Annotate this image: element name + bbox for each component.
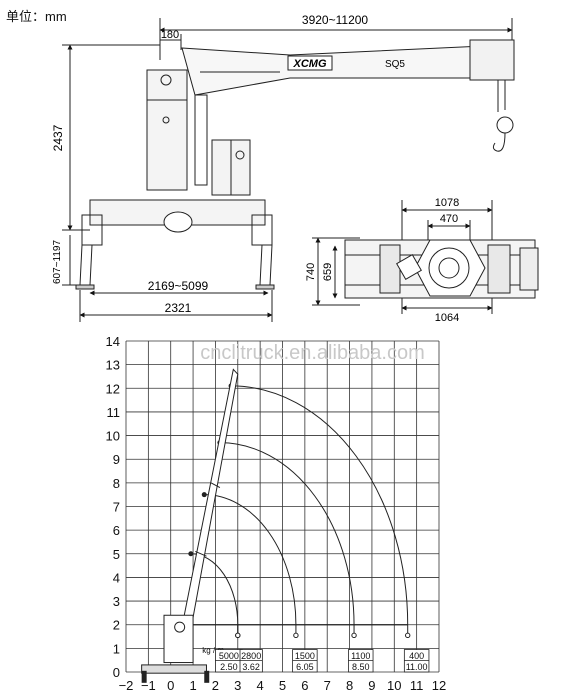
y-tick-label: 9 xyxy=(113,452,120,467)
y-tick-label: 4 xyxy=(113,570,120,585)
dim-leg: 607~1197 xyxy=(52,240,63,284)
y-tick-label: 11 xyxy=(107,405,121,420)
boom-joint xyxy=(195,550,207,557)
dim-depth-inner: 659 xyxy=(322,263,334,281)
hook-icon xyxy=(405,632,411,639)
watermark-text: cnclitruck.en.alibaba.com xyxy=(200,342,425,364)
side-elevation-view xyxy=(62,18,515,322)
hook-icon xyxy=(235,632,241,639)
y-tick-label: 5 xyxy=(113,547,120,562)
unit-label-chart: kg / m xyxy=(202,646,224,655)
x-tick-label: 0 xyxy=(167,678,174,693)
radius-value: 3.62 xyxy=(242,662,260,672)
load-value: 1100 xyxy=(351,651,370,661)
hook-icon xyxy=(293,632,299,639)
y-tick-label: 12 xyxy=(106,381,120,396)
hook-marker xyxy=(201,492,207,498)
radius-arc xyxy=(219,442,355,625)
x-tick-label: 8 xyxy=(346,678,353,693)
x-tick-label: 11 xyxy=(410,678,424,693)
x-tick-label: 10 xyxy=(387,678,401,693)
load-value: 2800 xyxy=(241,651,261,661)
y-tick-label: 3 xyxy=(113,594,120,609)
dim-inner-width: 470 xyxy=(440,213,458,225)
hook-marker xyxy=(188,551,194,557)
slewing-pivot xyxy=(174,621,186,633)
hook-icon xyxy=(351,632,357,639)
x-tick-label: 1 xyxy=(189,678,196,693)
y-tick-label: 10 xyxy=(106,429,120,444)
y-tick-label: 13 xyxy=(106,358,120,373)
radius-arc xyxy=(204,494,297,625)
load-value: 1500 xyxy=(295,651,315,661)
y-tick-label: 1 xyxy=(113,641,120,656)
dim-depth-total: 740 xyxy=(305,263,317,281)
dim-top-width: 1078 xyxy=(435,197,459,209)
radius-value: 6.05 xyxy=(296,662,314,672)
x-tick-label: 12 xyxy=(432,678,446,693)
radius-arc xyxy=(231,385,409,625)
radius-value: 11.00 xyxy=(406,662,428,672)
boom-joint xyxy=(210,482,221,489)
x-tick-label: 7 xyxy=(324,678,331,693)
x-tick-label: 9 xyxy=(368,678,375,693)
dim-bottom-width: 1064 xyxy=(435,312,459,324)
outrigger-leg xyxy=(141,670,147,683)
crane-base xyxy=(141,664,207,674)
dim-reach: 3920~11200 xyxy=(302,13,369,27)
dim-offset: 180 xyxy=(161,29,179,41)
unit-label: 单位：mm xyxy=(6,9,67,24)
x-tick-label: 3 xyxy=(234,678,241,693)
dim-base-width: 2321 xyxy=(165,301,192,315)
y-tick-label: 2 xyxy=(113,618,120,633)
load-value: 5000 xyxy=(219,651,239,661)
x-tick-label: 2 xyxy=(212,678,219,693)
radius-value: 8.50 xyxy=(352,662,370,672)
radius-value: 2.50 xyxy=(220,662,238,672)
dim-span: 2169~5099 xyxy=(148,279,209,293)
x-tick-label: −2 xyxy=(119,678,134,693)
top-view xyxy=(312,200,539,314)
y-tick-label: 8 xyxy=(113,476,120,491)
y-tick-label: 14 xyxy=(106,334,120,349)
x-tick-label: 5 xyxy=(279,678,286,693)
outrigger-leg xyxy=(204,670,210,683)
y-tick-label: 7 xyxy=(113,500,120,515)
dim-height: 2437 xyxy=(51,124,65,151)
x-tick-label: 6 xyxy=(301,678,308,693)
y-tick-label: 6 xyxy=(113,523,120,538)
y-tick-label: 0 xyxy=(113,665,120,680)
x-tick-label: 4 xyxy=(257,678,264,693)
load-value: 400 xyxy=(409,651,424,661)
model-label: SQ5 xyxy=(385,59,405,70)
brand-logo-text: XCMG xyxy=(293,58,327,70)
